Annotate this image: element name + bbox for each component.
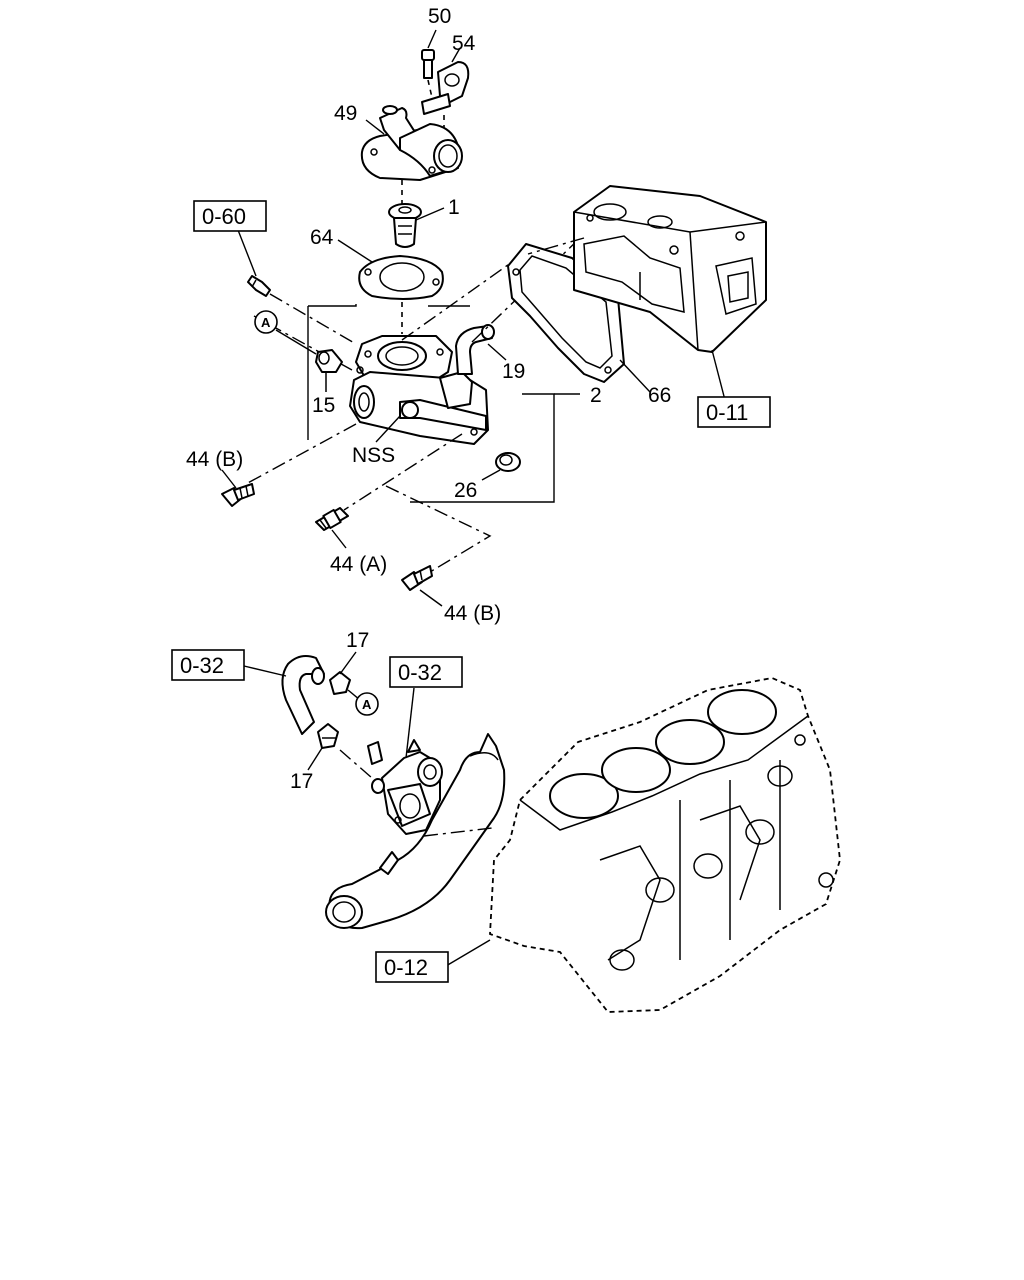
label-54: 54	[452, 32, 476, 55]
bolt-44b-upper-drawing	[221, 483, 255, 507]
ref-box-0-11[interactable]: 0-11	[697, 396, 771, 428]
label-19: 19	[502, 360, 525, 383]
ref-0-11-text: 0-11	[706, 400, 748, 425]
cylinder-head-drawing	[573, 185, 767, 353]
label-17-top: 17	[346, 629, 369, 652]
label-26: 26	[454, 479, 477, 502]
label-17-bottom: 17	[290, 770, 313, 793]
water-outlet-49-drawing	[360, 105, 463, 206]
label-64: 64	[310, 226, 334, 249]
ref-0-32-right-text: 0-32	[398, 660, 442, 685]
bolt-50-drawing	[421, 49, 435, 103]
water-pump-drawing	[367, 739, 443, 835]
label-44b-lower: 44 (B)	[444, 602, 501, 625]
ref-0-12-text: 0-12	[384, 955, 428, 980]
marker-a-upper: A	[254, 310, 278, 334]
hose-drawing	[281, 655, 325, 735]
bracket-54-drawing	[421, 61, 470, 140]
cap-26-drawing	[495, 452, 521, 472]
connector-15-drawing	[315, 349, 343, 392]
ref-0-60-text: 0-60	[202, 204, 246, 229]
label-44a: 44 (A)	[330, 553, 387, 576]
fitting-17-top-drawing	[329, 671, 361, 701]
label-1: 1	[448, 196, 460, 219]
gasket-64-drawing	[358, 255, 444, 334]
label-50: 50	[428, 5, 451, 28]
sensor-0-60-drawing	[247, 275, 357, 345]
stud-bolt-44a-drawing	[315, 507, 349, 531]
label-2: 2	[590, 384, 602, 407]
label-15: 15	[312, 394, 335, 417]
label-66: 66	[648, 384, 671, 407]
ref-box-0-32-right[interactable]: 0-32	[389, 656, 463, 688]
engine-block-drawing	[489, 677, 841, 1013]
marker-a-lower: A	[355, 692, 379, 716]
fitting-17-bottom-drawing	[317, 723, 373, 779]
ref-box-0-60[interactable]: 0-60	[193, 200, 267, 232]
bolt-44b-lower-drawing	[401, 565, 433, 591]
marker-a-upper-text: A	[261, 315, 271, 330]
ref-box-0-32-left[interactable]: 0-32	[171, 649, 245, 681]
label-44b-upper: 44 (B)	[186, 448, 243, 471]
label-nss: NSS	[352, 444, 395, 467]
ref-0-32-left-text: 0-32	[180, 653, 224, 678]
thermostat-1-drawing	[388, 203, 422, 248]
thermostat-housing-2-drawing	[349, 324, 495, 445]
marker-a-lower-text: A	[362, 697, 372, 712]
ref-box-0-12[interactable]: 0-12	[375, 951, 449, 983]
label-49: 49	[334, 102, 357, 125]
water-pipe-drawing	[325, 733, 506, 930]
